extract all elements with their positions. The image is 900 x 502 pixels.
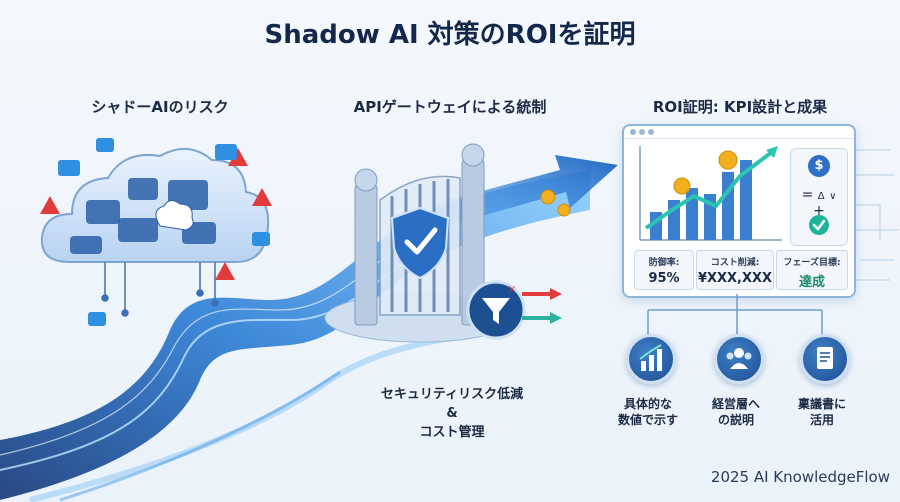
outcome-caption-line: 数値で示す <box>617 413 678 427</box>
outcome-caption-line: 具体的な <box>623 397 672 411</box>
gateway-benefit-caption: セキュリティリスク低減 & コスト管理 <box>352 385 552 442</box>
window-dot <box>648 129 654 135</box>
window-dot <box>639 129 645 135</box>
formula-card: $ = Δ ∨ + <box>790 148 848 246</box>
section-heading-roi: ROI証明: KPI設計と成果 <box>652 98 828 116</box>
shield-check-icon <box>390 206 450 280</box>
people-icon <box>714 334 764 384</box>
success-check-icon <box>809 215 829 235</box>
kpi-phase-goal: フェーズ目標: 達成 <box>776 250 848 290</box>
outcome-caption-line: 稟議書に <box>797 397 846 411</box>
outcome-caption: 経営層へ の説明 <box>696 396 776 428</box>
growth-chart <box>639 146 782 241</box>
dashboard-titlebar <box>624 126 854 139</box>
kpi-label: コスト削減: <box>710 258 760 268</box>
trend-line <box>644 150 774 230</box>
outcome-connectors <box>647 294 823 336</box>
kpi-label: フェーズ目標: <box>783 258 841 268</box>
equals-symbol: = <box>801 187 814 203</box>
section-heading-gateway: APIゲートウェイによる統制 <box>353 98 547 116</box>
outcome-caption: 稟議書に 活用 <box>782 396 862 428</box>
chart-bar <box>722 172 734 240</box>
kpi-value: ¥XXX,XXX <box>697 271 773 286</box>
document-icon <box>800 334 850 384</box>
roi-dashboard: $ = Δ ∨ + 防御率: 95% コスト削減: ¥XXX,XXX フェーズ目… <box>622 124 856 298</box>
kpi-label: 防御率: <box>648 258 680 268</box>
kpi-value: 達成 <box>798 275 825 290</box>
svg-text:×: × <box>508 284 516 295</box>
chart-bar <box>740 160 752 240</box>
outcome-caption-line: 活用 <box>809 413 834 427</box>
window-dot <box>630 129 636 135</box>
filter-funnel-icon: × <box>466 280 562 340</box>
chat-bubble-icon <box>58 138 270 326</box>
kpi-value: 95% <box>648 271 680 286</box>
caption-line: セキュリティリスク低減 <box>380 387 524 402</box>
warning-icon <box>40 148 272 280</box>
delta-symbol: Δ <box>817 191 825 202</box>
bar-chart-icon <box>626 334 676 384</box>
caption-line: & <box>446 406 458 421</box>
plus-symbol: + <box>813 203 825 219</box>
kpi-cost-reduction: コスト削減: ¥XXX,XXX <box>696 250 774 290</box>
page-title: Shadow AI 対策のROIを証明 <box>264 20 636 50</box>
circuit-lines <box>850 149 898 281</box>
outcome-caption: 具体的な 数値で示す <box>608 396 688 428</box>
outcome-caption-line: 経営層へ <box>711 397 760 411</box>
kpi-defense-rate: 防御率: 95% <box>634 250 694 290</box>
coin-icon <box>673 177 691 195</box>
check-symbol: ∨ <box>829 191 837 202</box>
formula-text: = Δ ∨ + <box>795 187 843 219</box>
outcome-caption-line: の説明 <box>717 413 754 427</box>
shadow-ai-cloud <box>40 148 270 317</box>
section-heading-risk: シャドーAIのリスク <box>91 98 229 116</box>
coin-icon <box>718 150 738 170</box>
caption-line: コスト管理 <box>419 425 485 440</box>
dollar-icon: $ <box>808 155 830 177</box>
footer-credit: 2025 AI KnowledgeFlow <box>710 468 890 486</box>
